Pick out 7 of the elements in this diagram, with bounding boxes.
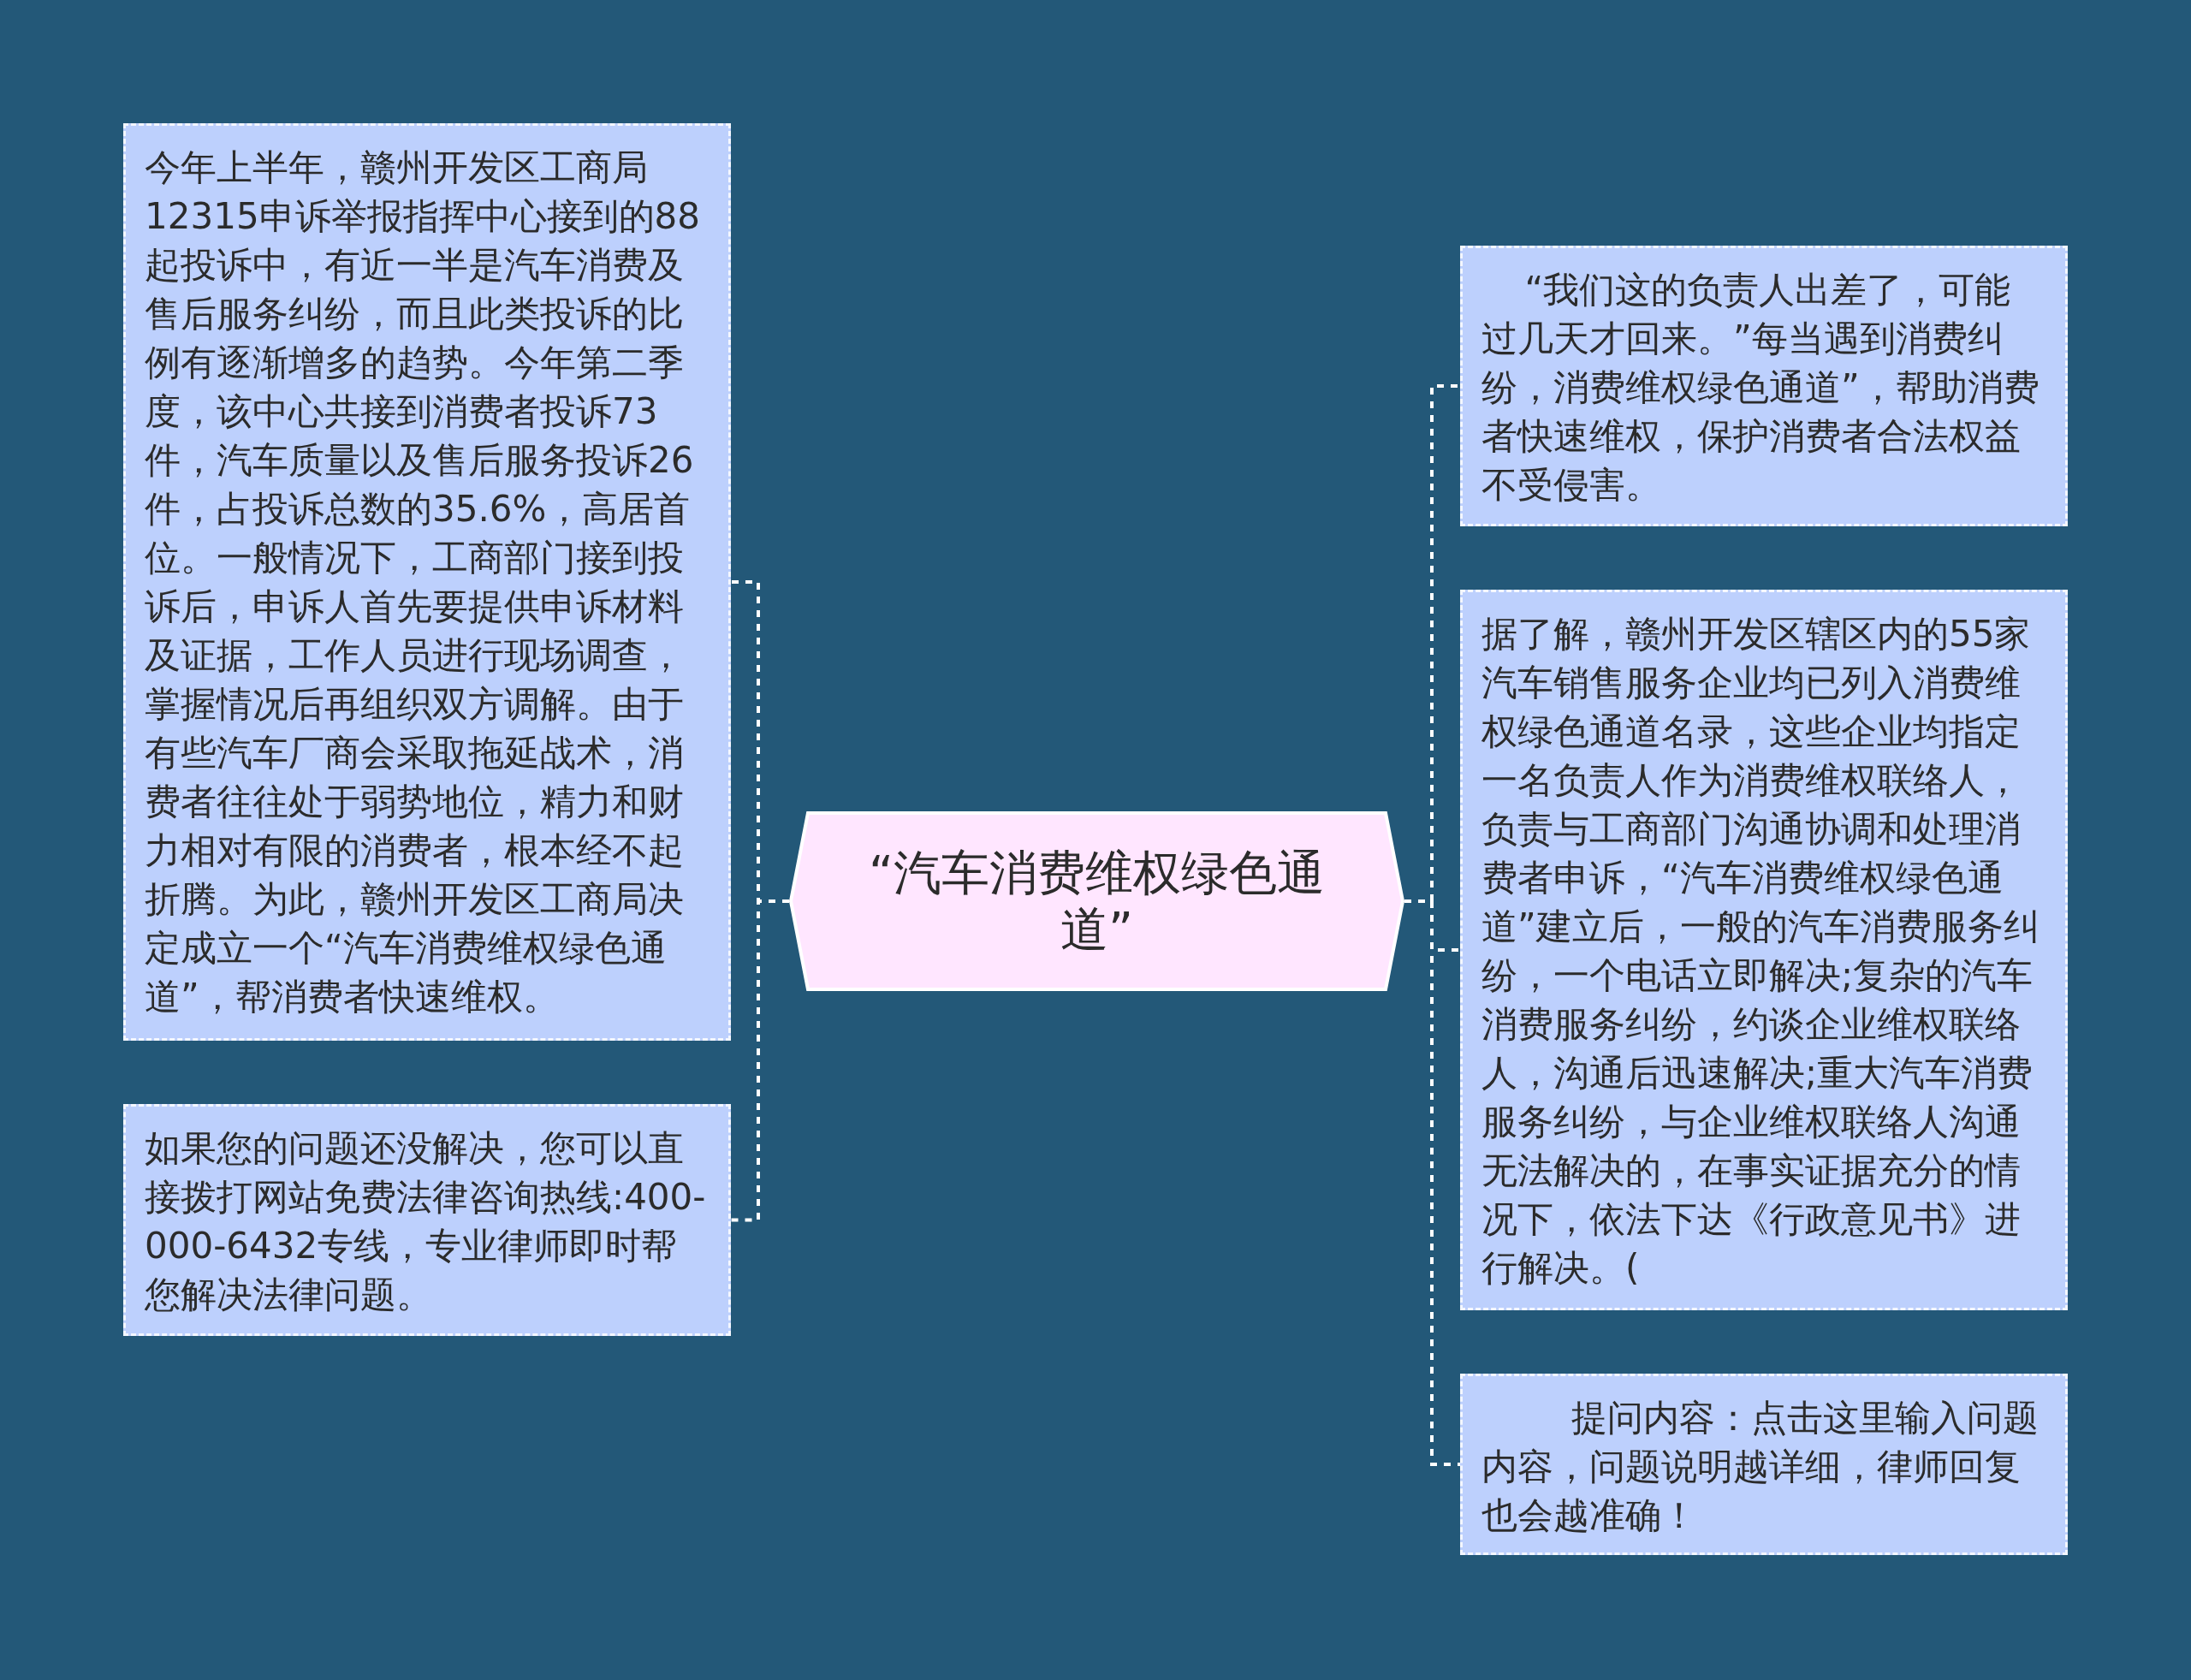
text-card: “我们这的负责人出差了，可能过几天才回来。”每当遇到消费纠纷，消费维权绿色通道”，帮助消费者快速维权，保护消费者合法权益不受侵害。 (1460, 246, 2068, 526)
text-card: 据了解，赣州开发区辖区内的55家汽车销售服务企业均已列入消费维权绿色通道名录，这些企业均指定一名负责人作为消费维权联络人，负责与工商部门沟通协调和处理消费者申诉，“汽车消费维权绿色通道”建立后，一般的汽车消费服务纠纷，一个电话立即解决;复杂的汽车消费服务纠纷，约谈企业维权联络人，沟通后迅速解决;重大汽车消费服务纠纷，与企业维权联络人沟通无法解决的，在事实证据充分的情况下，依法下达《行政意见书》进行解决。( (1460, 590, 2068, 1310)
text-card: 今年上半年，赣州开发区工商局12315申诉举报指挥中心接到的88起投诉中，有近一半是汽车消费及售后服务纠纷，而且此类投诉的比例有逐渐增多的趋势。今年第二季度，该中心共接到消费者投诉73件，汽车质量以及售后服务投诉26件，占投诉总数的35.6%，高居首位。一般情况下，工商部门接到投诉后，申诉人首先要提供申诉材料及证据，工作人员进行现场调查，掌握情况后再组织双方调解。由于有些汽车厂商会采取拖延战术，消费者往往处于弱势地位，精力和财力相对有限的消费者，根本经不起折腾。为此，赣州开发区工商局决定成立一个“汽车消费维权绿色通道”，帮消费者快速维权。 (123, 123, 731, 1041)
topic-text: “汽车消费维权绿色通道” (868, 845, 1326, 958)
text-card: 提问内容：点击这里输入问题内容，问题说明越详细，律师回复也会越准确！ (1460, 1374, 2068, 1555)
connector-line (731, 899, 789, 1222)
text-card: 如果您的问题还没解决，您可以直接拨打网站免费法律咨询热线:400-000-6432专线，专业律师即时帮您解决法律问题。 (123, 1104, 731, 1336)
